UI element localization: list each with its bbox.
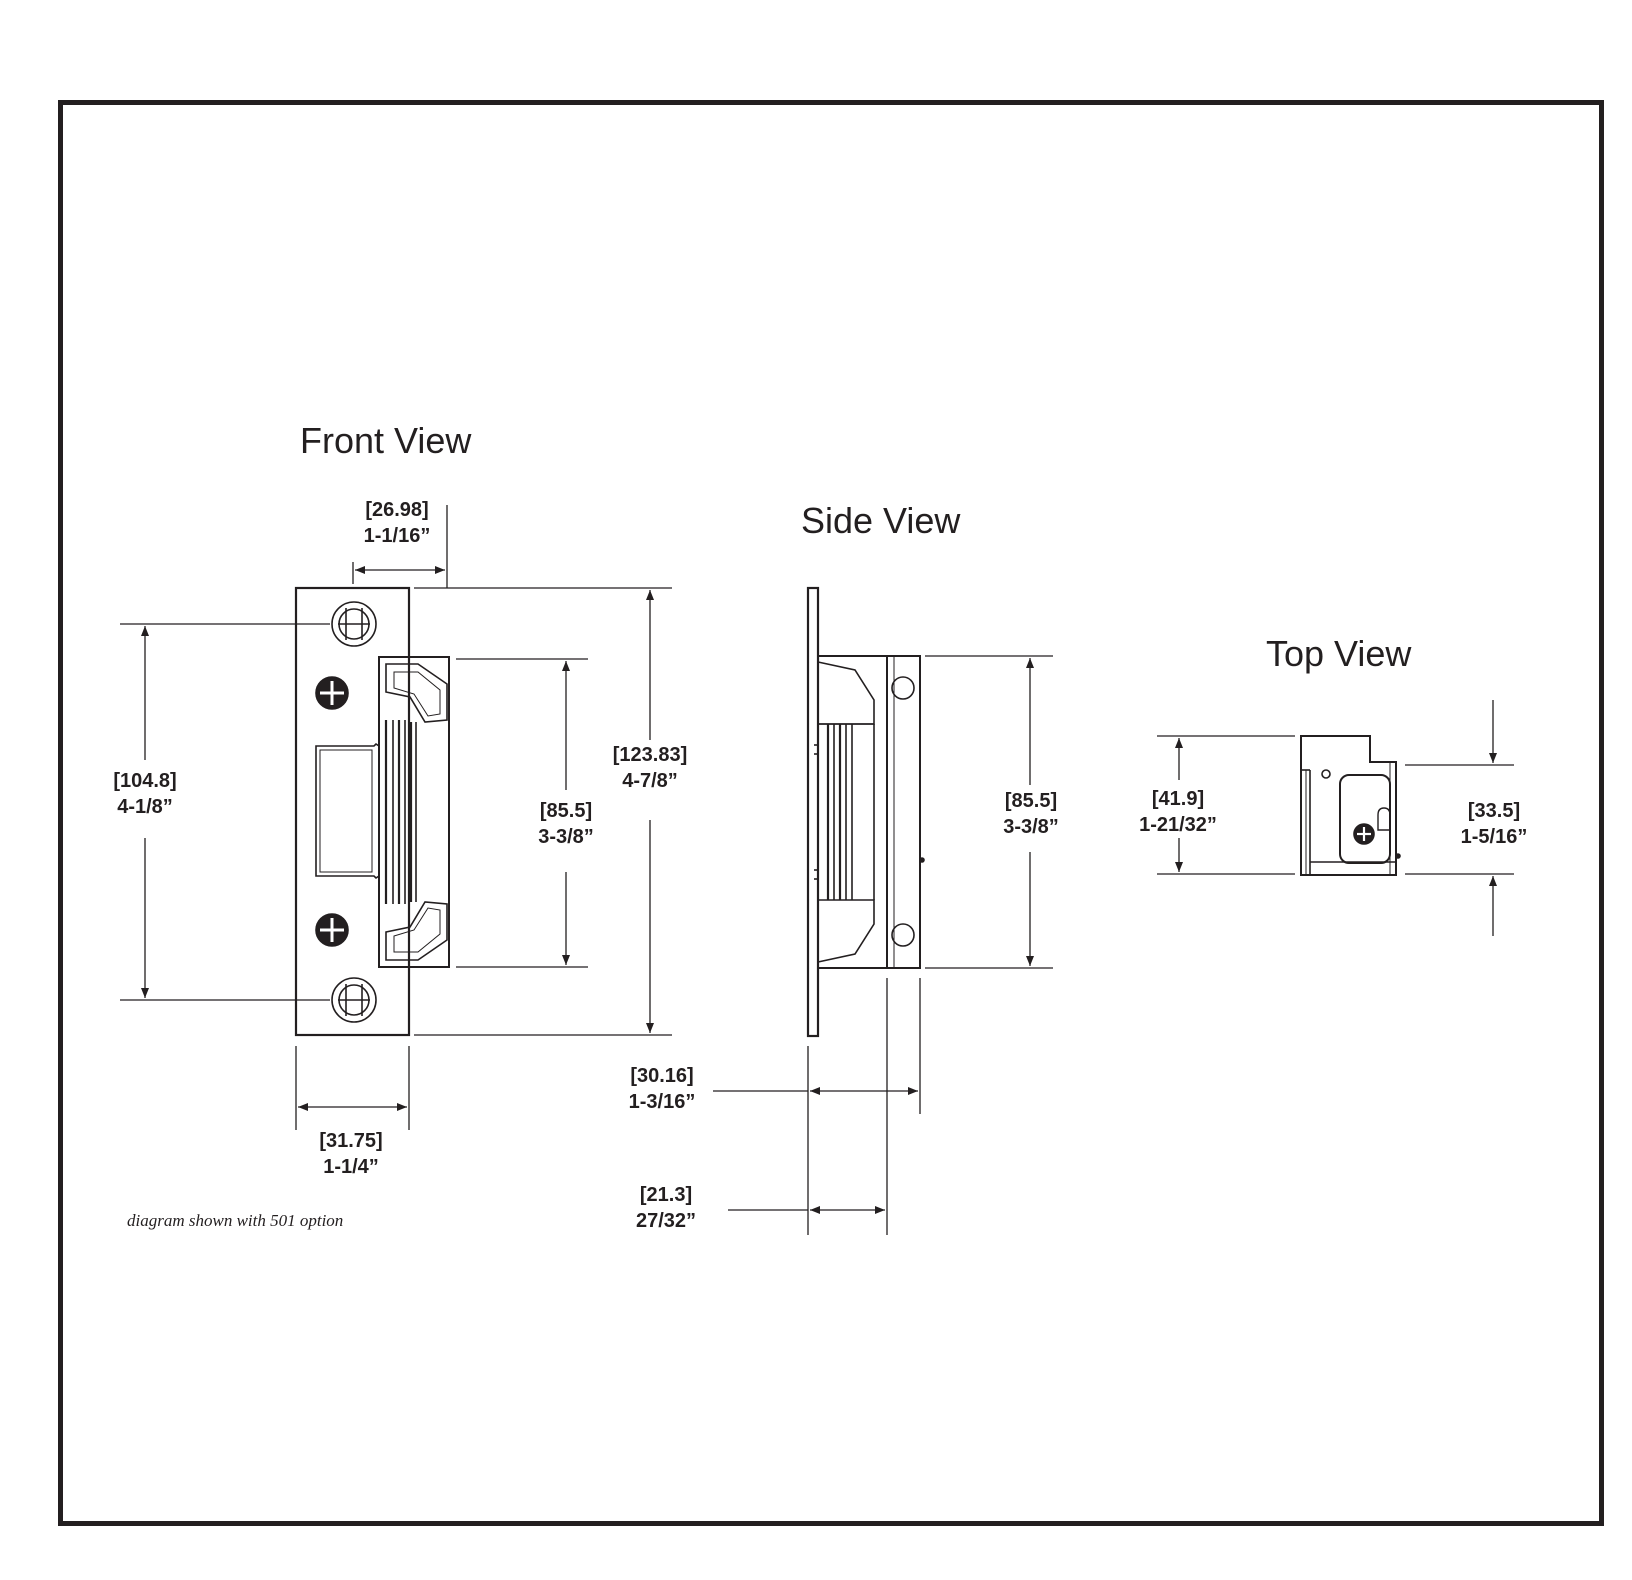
dim-metric: [26.98] (365, 499, 429, 521)
screw-bottom (315, 913, 349, 947)
dim-imperial: 1-1/16” (363, 525, 431, 547)
dim-imperial: 3-3/8” (538, 826, 594, 848)
dim-front-overall-height: [123.83] 4-7/8” (598, 742, 702, 794)
front-view-strike (294, 586, 450, 1037)
dim-side-body-depth: [21.3] 27/32” (618, 1182, 714, 1234)
dim-imperial: 3-3/8” (1003, 816, 1059, 838)
dim-front-faceplate-width: [31.75] 1-1/4” (306, 1128, 396, 1180)
side-view-title: Side View (801, 500, 961, 541)
front-view-title: Front View (300, 420, 472, 461)
dim-metric: [33.5] (1467, 800, 1521, 822)
screw-top (315, 676, 349, 710)
top-view-title: Top View (1266, 633, 1412, 674)
front-dim-lines (120, 505, 672, 1130)
faceplate-hole-top (331, 601, 377, 647)
faceplate-hole-bottom (331, 977, 377, 1023)
side-view-strike (806, 586, 925, 1038)
dim-metric: [85.5] (1004, 790, 1058, 812)
dim-imperial: 27/32” (635, 1210, 697, 1232)
dim-imperial: 4-1/8” (117, 796, 173, 818)
dim-front-top-width: [26.98] 1-1/16” (352, 497, 442, 549)
dim-imperial: 1-3/16” (628, 1091, 696, 1113)
dim-front-screw-span: [104.8] 4-1/8” (100, 768, 190, 820)
dim-front-keeper-height: [85.5] 3-3/8” (521, 798, 611, 850)
top-view-strike (1300, 735, 1401, 876)
top-view-screw (1353, 823, 1375, 845)
dim-metric: [30.16] (630, 1065, 694, 1087)
diagram-note: diagram shown with 501 option (127, 1211, 344, 1230)
dim-imperial: 4-7/8” (622, 770, 678, 792)
dim-metric: [104.8] (113, 770, 177, 792)
dim-metric: [31.75] (319, 1130, 383, 1152)
drawing-frame (58, 100, 1604, 1526)
dim-metric: [21.3] (639, 1184, 693, 1206)
dim-metric: [123.83] (612, 744, 688, 766)
dim-metric: [41.9] (1151, 788, 1205, 810)
side-dim-lines (713, 655, 1053, 1235)
dim-top-overall-depth: [41.9] 1-21/32” (1125, 786, 1231, 838)
dim-side-overall-depth: [30.16] 1-3/16” (614, 1063, 710, 1115)
top-dim-lines (1157, 700, 1514, 936)
dim-side-keeper-height: [85.5] 3-3/8” (986, 788, 1076, 840)
dim-metric: [85.5] (539, 800, 593, 822)
dim-imperial: 1-5/16” (1460, 826, 1528, 848)
dim-top-body-depth: [33.5] 1-5/16” (1446, 798, 1542, 850)
dim-imperial: 1-21/32” (1139, 814, 1217, 836)
dim-imperial: 1-1/4” (323, 1156, 379, 1178)
